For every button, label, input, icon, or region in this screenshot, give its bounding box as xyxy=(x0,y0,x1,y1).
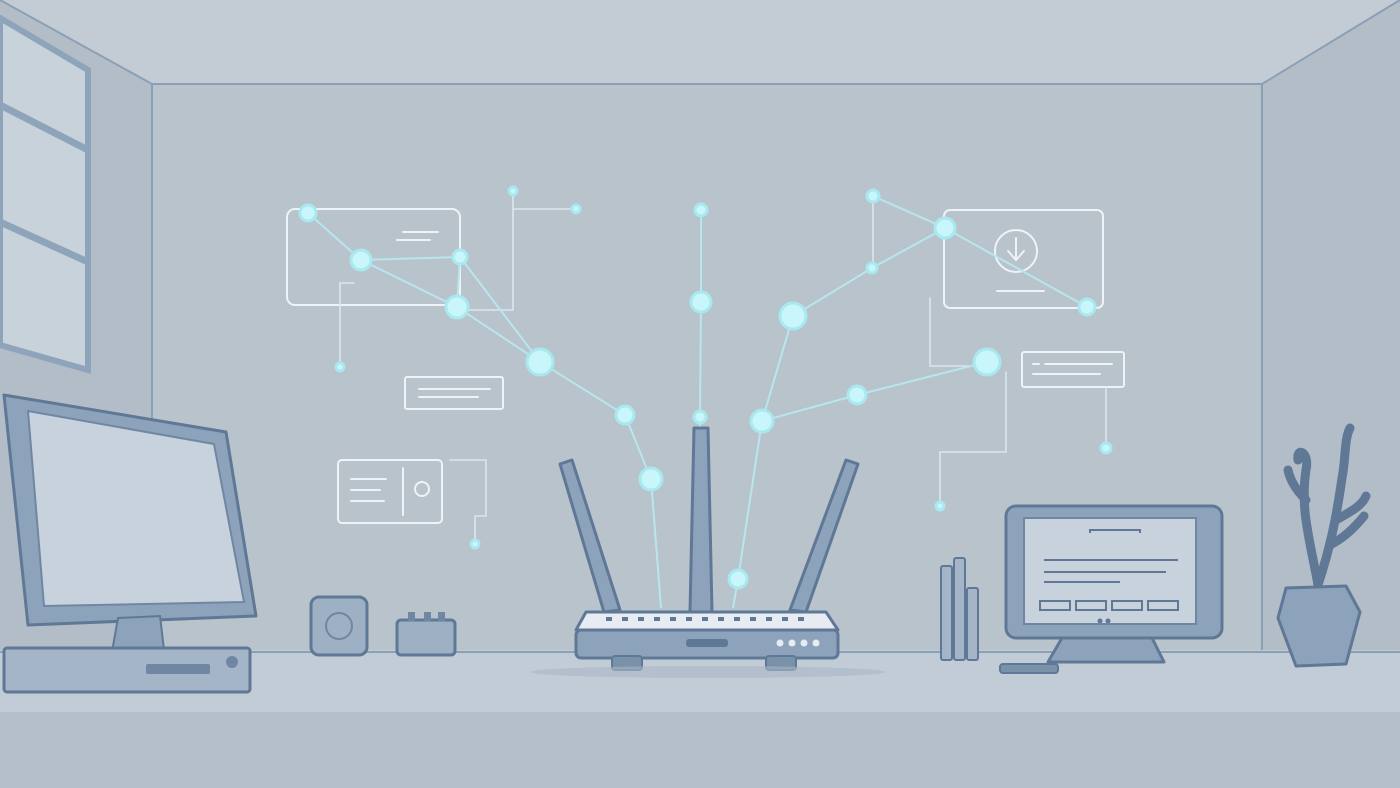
network-node xyxy=(693,202,709,218)
antenna-center xyxy=(688,426,714,614)
desk-front xyxy=(0,712,1400,788)
download-icon xyxy=(994,229,1038,273)
ceiling xyxy=(0,0,1400,84)
panel-settings xyxy=(337,459,443,524)
network-node xyxy=(865,188,881,204)
network-node xyxy=(1099,441,1113,455)
panel-download xyxy=(943,209,1104,309)
panel-small-center xyxy=(404,376,504,410)
network-node xyxy=(865,261,879,275)
network-node xyxy=(638,466,664,492)
network-nodes xyxy=(298,185,1113,590)
hub-icon xyxy=(395,612,457,657)
panel-small-right xyxy=(1021,351,1125,388)
network-node xyxy=(334,361,346,373)
router-icon xyxy=(530,426,886,678)
network-node xyxy=(727,568,749,590)
room-edges xyxy=(0,0,1400,85)
stylus xyxy=(999,663,1059,674)
network-node xyxy=(570,203,582,215)
window xyxy=(0,14,91,374)
network-node xyxy=(972,347,1002,377)
network-node xyxy=(469,538,481,550)
books xyxy=(940,557,979,661)
monitor-icon xyxy=(2,393,258,694)
network-node xyxy=(1077,297,1097,317)
gear-icon xyxy=(414,481,430,497)
pc-case xyxy=(2,646,252,694)
network-node xyxy=(933,216,957,240)
network-node xyxy=(692,409,708,425)
antenna-left xyxy=(558,458,622,614)
network-node xyxy=(444,294,470,320)
network-node xyxy=(349,248,373,272)
network-node xyxy=(934,500,946,512)
network-node xyxy=(778,301,808,331)
network-node xyxy=(846,384,868,406)
wall-wires xyxy=(339,190,1107,545)
network-node xyxy=(525,347,555,377)
network-node xyxy=(451,248,469,266)
network-node xyxy=(298,203,318,223)
tablet-icon xyxy=(999,504,1224,674)
network-node xyxy=(614,404,636,426)
network-node xyxy=(749,408,775,434)
network-node xyxy=(689,290,713,314)
plant-icon xyxy=(1276,423,1371,668)
network-node xyxy=(507,185,519,197)
speaker-icon xyxy=(309,595,369,657)
